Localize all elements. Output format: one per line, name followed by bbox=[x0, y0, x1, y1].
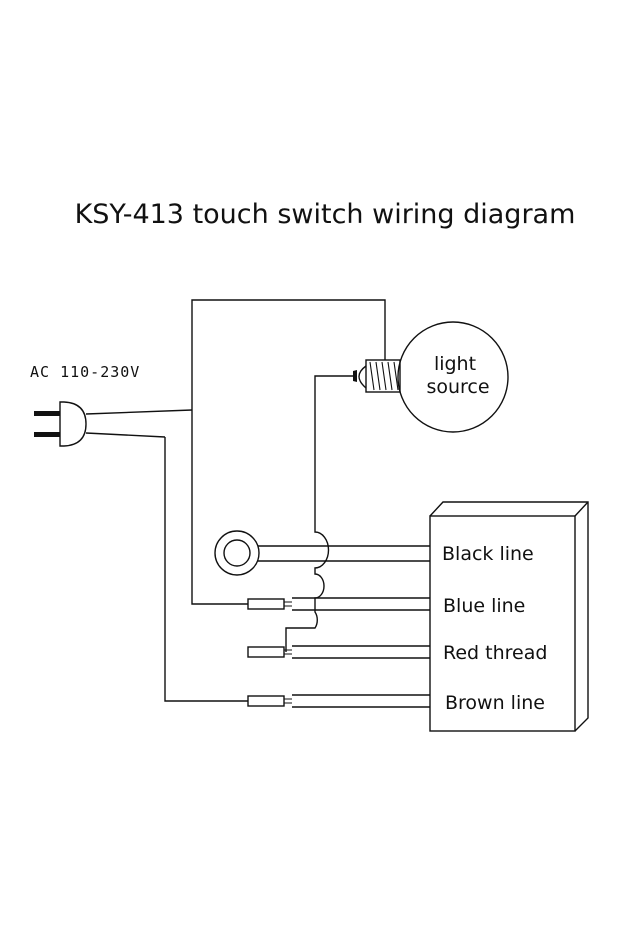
live-wire bbox=[191, 299, 386, 410]
blue-feed-wire bbox=[191, 410, 248, 605]
black-wire bbox=[258, 545, 430, 562]
power-cord bbox=[85, 409, 193, 438]
blue-line-label: Blue line bbox=[443, 595, 525, 617]
switch-module-box bbox=[429, 501, 589, 732]
brown-line-label: Brown line bbox=[445, 692, 545, 714]
red-wire bbox=[247, 645, 430, 659]
power-plug-icon bbox=[34, 401, 87, 447]
bulb-label-line2: source bbox=[426, 376, 489, 398]
black-line-label: Black line bbox=[442, 543, 534, 565]
light-bulb-icon bbox=[353, 321, 509, 433]
voltage-label: AC 110-230V bbox=[30, 363, 140, 381]
diagram-title: KSY-413 touch switch wiring diagram bbox=[75, 199, 576, 230]
lamp-return-wire bbox=[285, 375, 353, 652]
red-thread-label: Red thread bbox=[443, 642, 547, 664]
brown-feed-wire bbox=[164, 437, 248, 702]
touch-sensor-icon bbox=[214, 530, 260, 576]
bulb-label-line1: light bbox=[434, 353, 476, 375]
brown-wire bbox=[247, 694, 430, 708]
blue-wire bbox=[247, 597, 430, 611]
